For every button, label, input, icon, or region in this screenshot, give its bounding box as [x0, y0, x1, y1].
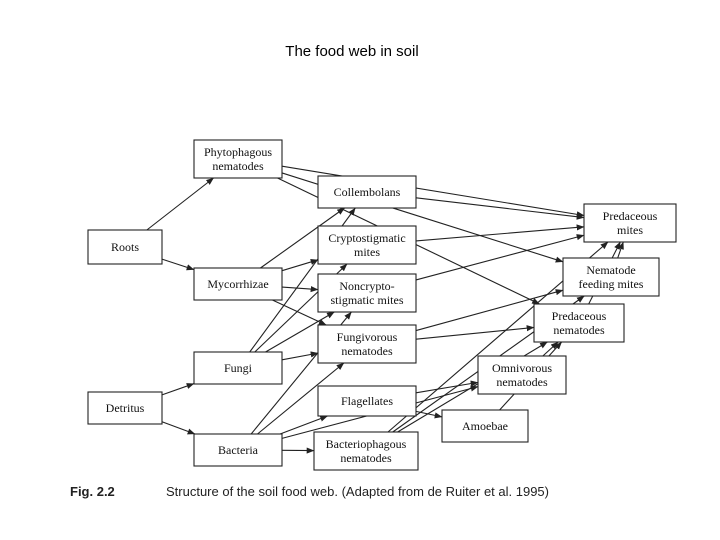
- node-box: [317, 175, 417, 209]
- arrow-roots-to-phytophagous: [146, 177, 214, 231]
- node-label-line: Amoebae: [462, 419, 508, 433]
- node-label-line: nematodes: [553, 323, 605, 337]
- node-box: [317, 324, 417, 364]
- node-label-line: Mycorrhizae: [207, 277, 268, 291]
- node-label-line: Fungi: [224, 361, 253, 375]
- node-label-line: mites: [617, 223, 643, 237]
- node-box: [87, 229, 163, 265]
- arrow-nematode_mites-to-pred_mites: [617, 241, 624, 259]
- node-label-line: feeding mites: [579, 277, 644, 291]
- node-collembolans: Collembolans: [317, 175, 417, 209]
- node-box: [193, 267, 283, 301]
- node-box: [317, 385, 417, 417]
- node-label-line: stigmatic mites: [331, 293, 404, 307]
- node-box: [317, 273, 417, 313]
- node-label-line: nematodes: [496, 375, 548, 389]
- arrow-fungivorous-to-nematode_mites: [415, 289, 564, 332]
- node-label-line: Flagellates: [341, 394, 393, 408]
- node-label-line: Noncrypto-: [339, 279, 394, 293]
- arrow-mycorrhizae-to-collembolans: [260, 207, 345, 269]
- node-box: [193, 351, 283, 385]
- arrow-flagellates-to-omnivorous: [415, 380, 479, 394]
- arrow-mycorrhizae-to-noncrypto: [281, 285, 319, 293]
- node-box: [441, 409, 529, 443]
- arrow-phytophagous-to-pred_mites: [281, 165, 585, 218]
- arrow-fungi-to-fungivorous: [281, 351, 319, 361]
- node-detritus: Detritus: [87, 391, 163, 425]
- page-title: The food web in soil: [285, 43, 419, 60]
- node-label-line: Nematode: [586, 263, 635, 277]
- node-box: [317, 225, 417, 265]
- node-box: [87, 391, 163, 425]
- node-amoebae: Amoebae: [441, 409, 529, 443]
- node-box: [562, 257, 660, 297]
- arrow-noncrypto-to-pred_mites: [415, 234, 585, 281]
- node-bacteria: Bacteria: [193, 433, 283, 467]
- node-label-line: Fungivorous: [337, 330, 398, 344]
- node-fungi: Fungi: [193, 351, 283, 385]
- node-label-line: Predaceous: [603, 209, 658, 223]
- arrow-collembolans-to-pred_mites: [415, 197, 585, 220]
- node-label-line: Collembolans: [334, 185, 401, 199]
- nodes-layer: RootsDetritusPhytophagousnematodesMycorr…: [87, 139, 677, 471]
- arrow-fungivorous-to-pred_nematodes: [415, 325, 535, 340]
- arrow-roots-to-mycorrhizae: [161, 258, 195, 271]
- node-mycorrhizae: Mycorrhizae: [193, 267, 283, 301]
- node-box: [313, 431, 419, 471]
- node-noncrypto: Noncrypto-stigmatic mites: [317, 273, 417, 313]
- arrow-detritus-to-fungi: [161, 383, 195, 396]
- node-label-line: nematodes: [341, 344, 393, 358]
- arrow-mycorrhizae-to-crypto: [281, 258, 319, 272]
- figure-label: Fig. 2.2: [70, 484, 115, 499]
- node-label-line: Predaceous: [552, 309, 607, 323]
- arrow-detritus-to-bacteria: [161, 421, 196, 435]
- arrow-omnivorous-to-pred_nematodes: [542, 341, 559, 357]
- node-label-line: Bacteria: [218, 443, 259, 457]
- node-label-line: nematodes: [340, 451, 392, 465]
- node-box: [533, 303, 625, 343]
- node-label-line: Bacteriophagous: [326, 437, 407, 451]
- node-box: [193, 433, 283, 467]
- node-box: [193, 139, 283, 179]
- arrow-bacteria-to-fungivorous: [257, 362, 345, 435]
- arrow-fungi-to-noncrypto: [265, 311, 335, 353]
- node-label-line: Omnivorous: [492, 361, 552, 375]
- arrow-bacteria-to-flagellates: [279, 415, 328, 435]
- node-label-line: mites: [354, 245, 380, 259]
- figure-caption: Structure of the soil food web. (Adapted…: [166, 484, 549, 499]
- node-label-line: nematodes: [212, 159, 264, 173]
- node-box: [477, 355, 567, 395]
- node-roots: Roots: [87, 229, 163, 265]
- node-box: [583, 203, 677, 243]
- node-label-line: Cryptostigmatic: [328, 231, 405, 245]
- arrow-mycorrhizae-to-fungivorous: [272, 299, 327, 326]
- node-flagellates: Flagellates: [317, 385, 417, 417]
- node-label-line: Detritus: [106, 401, 145, 415]
- node-label-line: Phytophagous: [204, 145, 272, 159]
- arrow-crypto-to-pred_mites: [415, 224, 585, 242]
- node-label-line: Roots: [111, 240, 139, 254]
